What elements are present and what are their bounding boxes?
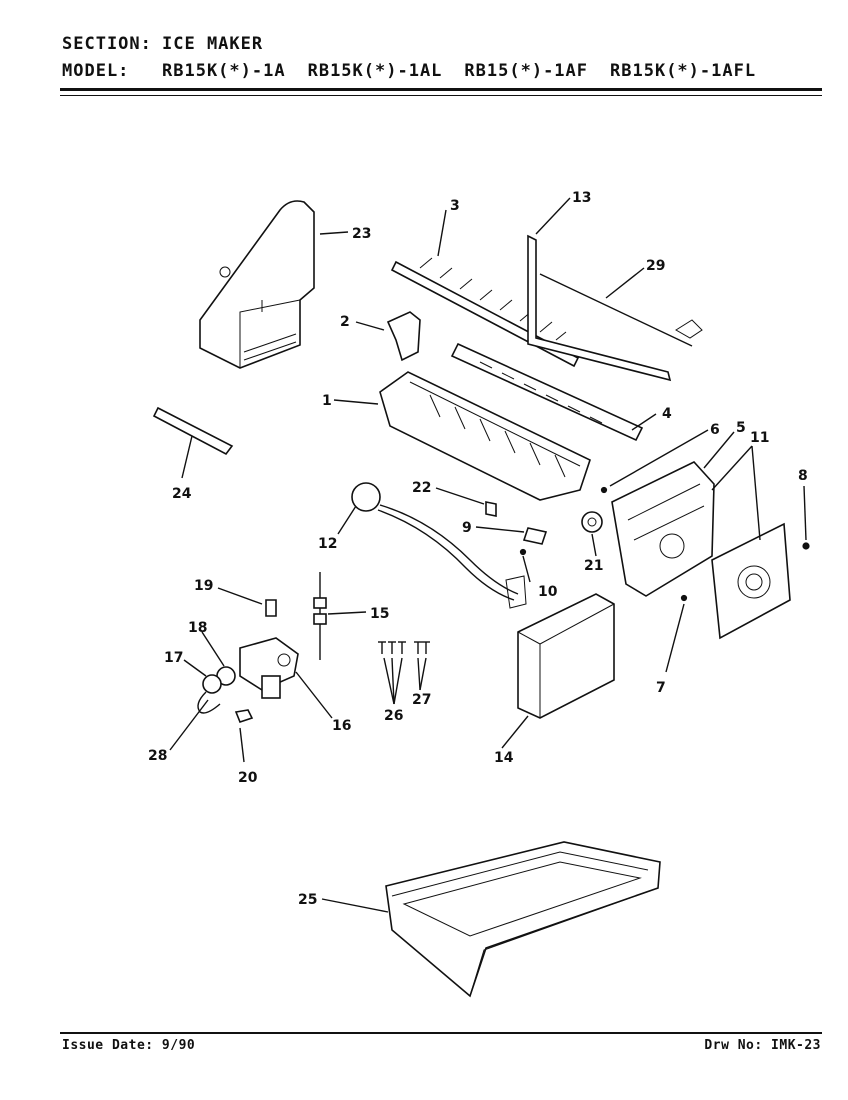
footer-rule bbox=[60, 1032, 822, 1034]
part-housing-5-6 bbox=[611, 461, 715, 597]
callout-20: 20 bbox=[238, 770, 258, 786]
section-label: SECTION: bbox=[62, 34, 152, 54]
callout-9: 9 bbox=[462, 520, 472, 536]
callout-11: 11 bbox=[750, 430, 769, 446]
callout-19: 19 bbox=[194, 578, 213, 594]
part-heater-24 bbox=[152, 406, 234, 456]
part-clamp-20 bbox=[234, 709, 254, 723]
model-4: RB15K(*)-1AFL bbox=[610, 61, 757, 81]
part-shroud-23 bbox=[199, 200, 315, 369]
callout-15: 15 bbox=[370, 606, 389, 622]
callout-21: 21 bbox=[584, 558, 603, 574]
part-gear-21 bbox=[581, 511, 603, 533]
section-line: SECTION: ICE MAKER bbox=[62, 34, 263, 54]
callout-8: 8 bbox=[798, 468, 808, 484]
callout-7: 7 bbox=[656, 680, 666, 696]
model-1: RB15K(*)-1A bbox=[162, 61, 286, 81]
callout-12: 12 bbox=[318, 536, 337, 552]
callout-14: 14 bbox=[494, 750, 514, 766]
drawing-number: Drw No: IMK-23 bbox=[704, 1038, 821, 1053]
part-stripper-4 bbox=[450, 342, 644, 442]
callout-27: 27 bbox=[412, 692, 431, 708]
callout-10: 10 bbox=[538, 584, 558, 600]
header-rule-thick bbox=[60, 88, 822, 91]
part-valve-16 bbox=[239, 637, 299, 699]
part-block-14 bbox=[517, 593, 615, 719]
callout-29: 29 bbox=[646, 258, 665, 274]
callout-5: 5 bbox=[736, 420, 746, 436]
callout-6: 6 bbox=[710, 422, 720, 438]
part-mold-1 bbox=[379, 371, 591, 501]
callout-22: 22 bbox=[412, 480, 431, 496]
part-motor-11 bbox=[711, 522, 791, 640]
header-rule-thin bbox=[60, 95, 822, 96]
part-bin-25 bbox=[385, 841, 661, 998]
leader-lines bbox=[169, 197, 807, 913]
part-screws-26-27 bbox=[378, 641, 430, 654]
model-label: MODEL: bbox=[62, 61, 130, 81]
model-line: MODEL: RB15K(*)-1A RB15K(*)-1AL RB15(*)-1AF… bbox=[62, 61, 756, 81]
callouts: 1 2 3 4 5 6 7 8 9 10 11 12 13 14 15 16 1… bbox=[148, 190, 808, 908]
callout-2: 2 bbox=[340, 314, 350, 330]
callout-16: 16 bbox=[332, 718, 351, 734]
section-value: ICE MAKER bbox=[162, 34, 264, 54]
callout-4: 4 bbox=[662, 406, 672, 422]
callout-28: 28 bbox=[148, 748, 167, 764]
part-harness-12 bbox=[351, 482, 527, 609]
part-connector-15 bbox=[313, 572, 327, 660]
part-tube-19 bbox=[265, 599, 277, 617]
callout-18: 18 bbox=[188, 620, 207, 636]
model-3: RB15(*)-1AF bbox=[464, 61, 589, 81]
callout-26: 26 bbox=[384, 708, 403, 724]
callout-23: 23 bbox=[352, 226, 371, 242]
part-hardware-9-10-22 bbox=[485, 486, 810, 602]
part-bracket-2 bbox=[386, 311, 421, 362]
callout-1: 1 bbox=[322, 393, 332, 409]
issue-date: Issue Date: 9/90 bbox=[62, 1038, 196, 1053]
part-fitting-17-18-28 bbox=[197, 666, 236, 714]
part-arm-13-29 bbox=[527, 234, 703, 382]
model-2: RB15K(*)-1AL bbox=[307, 61, 443, 81]
callout-25: 25 bbox=[298, 892, 317, 908]
callout-13: 13 bbox=[572, 190, 591, 206]
callout-3: 3 bbox=[450, 198, 460, 214]
callout-24: 24 bbox=[172, 486, 192, 502]
callout-17: 17 bbox=[164, 650, 183, 666]
